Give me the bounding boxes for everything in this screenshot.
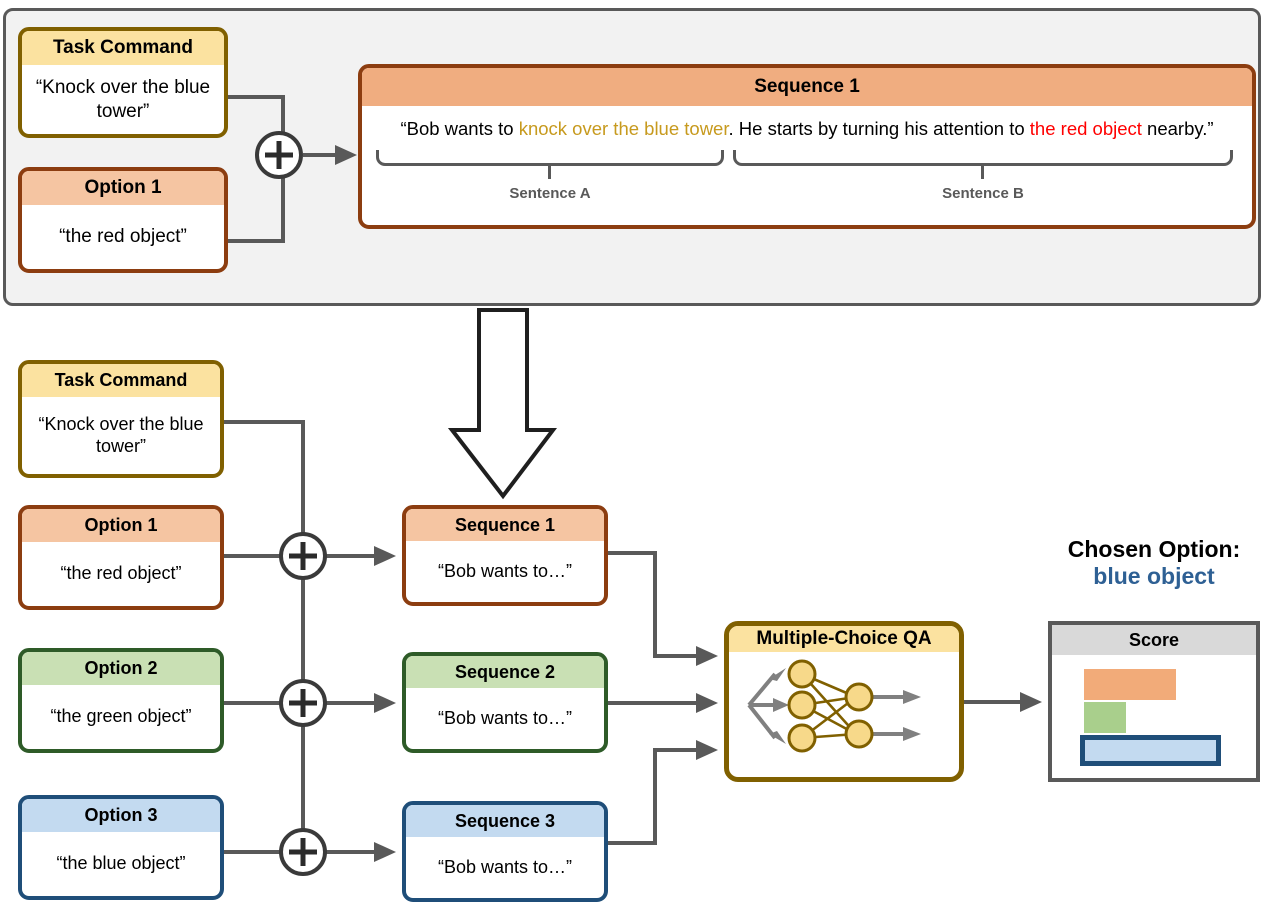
- arrowhead-seq2: [374, 693, 396, 713]
- option-2-card: Option 2 “the green object”: [18, 648, 224, 753]
- score-panel: Score: [1048, 621, 1260, 782]
- option-1-score-bar: [1084, 669, 1176, 700]
- sentence-b-label: Sentence B: [942, 185, 1024, 202]
- option-1-header: Option 1: [22, 509, 220, 542]
- arrowhead-qa-1: [696, 646, 718, 666]
- seq1-middle: . He starts by turning his attention to: [728, 118, 1030, 139]
- option-1-text-top: “the red object”: [59, 226, 187, 248]
- seq1-option-span: the red object: [1029, 118, 1142, 139]
- option-2-score-bar: [1084, 702, 1126, 733]
- option-1-header-top: Option 1: [22, 171, 224, 205]
- seq1-command-span: knock over the blue tower: [518, 118, 729, 139]
- score-bars: [1052, 655, 1256, 778]
- option-2-text: “the green object”: [50, 706, 192, 727]
- sentence-a-label: Sentence A: [509, 185, 591, 202]
- sentence-a-brace-tick: [548, 165, 551, 179]
- task-command-card: Task Command “Knock over the blue tower”: [18, 360, 224, 478]
- sequence-1-card-top: Sequence 1 “Bob wants to knock over the …: [358, 64, 1256, 229]
- chosen-option-value: blue object: [1093, 563, 1215, 590]
- sequence-1-body-top: “Bob wants to knock over the blue tower.…: [362, 106, 1252, 225]
- neural-network-icon: [729, 652, 959, 777]
- option-3-header: Option 3: [22, 799, 220, 832]
- neural-network-svg: [747, 659, 921, 753]
- sequence-1-sentence-text: “Bob wants to knock over the blue tower.…: [362, 118, 1252, 140]
- sequence-3-card: Sequence 3 “Bob wants to…”: [402, 801, 608, 902]
- option-1-card-top: Option 1 “the red object”: [18, 167, 228, 273]
- sequence-3-text: “Bob wants to…”: [437, 856, 573, 877]
- sequence-2-card: Sequence 2 “Bob wants to…”: [402, 652, 608, 753]
- multiple-choice-qa-card: Multiple-Choice QA: [724, 621, 964, 782]
- arrowhead-qa-2: [696, 693, 718, 713]
- chosen-option-block: Chosen Option: blue object: [1024, 536, 1266, 590]
- seq1-prefix: “Bob wants to: [400, 118, 519, 139]
- option-3-score-bar: [1080, 735, 1221, 766]
- sentence-b-brace: [733, 150, 1233, 166]
- plus-circle-1: [279, 532, 327, 580]
- arrowhead-seq1: [374, 546, 396, 566]
- task-command-card-top: Task Command “Knock over the blue tower”: [18, 27, 228, 138]
- chosen-option-label: Chosen Option:: [1067, 536, 1241, 562]
- plus-circle-2: [279, 679, 327, 727]
- sentence-a-brace: [376, 150, 724, 166]
- plus-circles: [279, 532, 327, 876]
- sequence-2-header: Sequence 2: [406, 656, 604, 688]
- sequence-2-text: “Bob wants to…”: [437, 707, 573, 728]
- option-1-card: Option 1 “the red object”: [18, 505, 224, 610]
- task-command-text-top: “Knock over the blue tower”: [35, 77, 211, 122]
- task-command-header: Task Command: [22, 364, 220, 397]
- option-3-text: “the blue object”: [56, 853, 186, 874]
- plus-circle-3: [279, 828, 327, 876]
- sequence-1-header: Sequence 1: [406, 509, 604, 541]
- option-2-header: Option 2: [22, 652, 220, 685]
- arrowhead-seq3: [374, 842, 396, 862]
- qa-header: Multiple-Choice QA: [729, 626, 959, 652]
- score-header: Score: [1052, 625, 1256, 655]
- task-command-header-top: Task Command: [22, 31, 224, 65]
- arrowhead-score: [1020, 692, 1042, 712]
- sequence-1-card: Sequence 1 “Bob wants to…”: [402, 505, 608, 606]
- sentence-b-brace-tick: [981, 165, 984, 179]
- option-1-text: “the red object”: [60, 563, 182, 584]
- sequence-1-header-top: Sequence 1: [362, 68, 1252, 106]
- option-3-card: Option 3 “the blue object”: [18, 795, 224, 900]
- seq1-suffix: nearby.”: [1141, 118, 1214, 139]
- sequence-1-text: “Bob wants to…”: [437, 560, 573, 581]
- sequence-3-header: Sequence 3: [406, 805, 604, 837]
- task-command-text: “Knock over the blue tower”: [38, 413, 204, 456]
- flow-down-arrow: [447, 308, 558, 500]
- arrowhead-qa-3: [696, 740, 718, 760]
